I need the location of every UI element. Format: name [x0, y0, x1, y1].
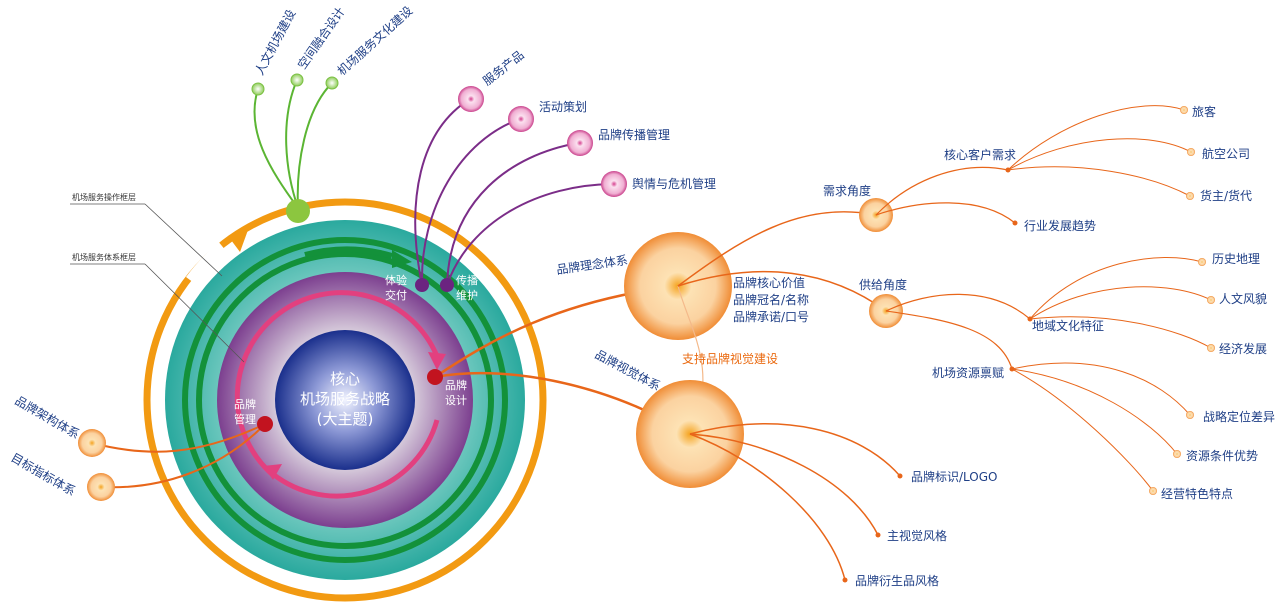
label-operation-feature: 经营特色特点 [1161, 486, 1233, 501]
label-spread-1: 传播 [456, 273, 478, 287]
label-economy: 经济发展 [1219, 341, 1267, 356]
core-subtitle: 机场服务战略 [300, 390, 390, 408]
label-industry-trend: 行业发展趋势 [1024, 218, 1096, 233]
label-airline: 航空公司 [1202, 146, 1250, 161]
label-brand-design-1: 品牌 [445, 378, 467, 392]
top-green-branches [251, 73, 339, 223]
label-regional-culture: 地域文化特征 [1032, 318, 1104, 333]
label-brand-manage-2: 管理 [234, 412, 256, 426]
label-logo: 品牌标识/LOGO [911, 470, 998, 484]
core-title: 核心 [330, 370, 360, 388]
label-support-visual: 支持品牌视觉建设 [682, 351, 778, 366]
pink-arrow-ring [234, 290, 440, 478]
core-note: (大主题) [317, 410, 374, 428]
green-ring-outer [182, 237, 508, 563]
pink-ball-4 [601, 171, 627, 197]
pink-arrowhead-right [428, 352, 446, 370]
green-dot-3 [325, 76, 339, 90]
label-event-planning: 活动策划 [539, 100, 587, 114]
core-circle [275, 330, 415, 470]
label-airport-resources: 机场资源禀赋 [932, 365, 1004, 380]
label-brand-manage-1: 品牌 [234, 397, 256, 411]
core-rings [143, 198, 547, 602]
label-humanistic-airport: 人文机场建设 [251, 7, 298, 78]
green-dot-1 [251, 82, 265, 96]
visual-branch [636, 380, 903, 583]
green-ring-inner [196, 251, 494, 549]
pink-arrow-ring-lower [266, 419, 440, 499]
label-experience-1: 体验 [385, 273, 407, 287]
label-brand-design-2: 设计 [445, 394, 467, 407]
label-shipper: 货主/货代 [1200, 188, 1252, 203]
label-strategy-position: 战略定位差异 [1203, 409, 1275, 424]
label-brand-comm: 品牌传播管理 [598, 127, 670, 142]
green-dot-2 [290, 73, 304, 87]
label-demand: 需求角度 [823, 183, 871, 198]
purple-node-experience [415, 278, 429, 292]
pink-ball-3 [567, 130, 593, 156]
outer-orange-ring [143, 198, 547, 602]
layer-system-label: 机场服务体系框层 [72, 252, 136, 262]
layer-operation-label: 机场服务操作框层 [72, 192, 136, 202]
label-service-product: 服务产品 [480, 47, 527, 88]
label-human-style: 人文风貌 [1219, 291, 1267, 306]
label-main-visual: 主视觉风格 [887, 528, 947, 543]
note-brand-promise: 品牌承诺/口号 [733, 310, 809, 324]
label-space-design: 空间融合设计 [294, 4, 348, 72]
orange-ring-arrowhead [228, 230, 248, 252]
red-node-manage [257, 416, 273, 432]
label-concept-system: 品牌理念体系 [555, 252, 628, 277]
label-crisis: 舆情与危机管理 [632, 176, 716, 191]
label-experience-2: 交付 [385, 288, 407, 302]
pink-ball-2 [508, 106, 534, 132]
left-branches [78, 416, 273, 501]
green-hub-node [286, 199, 310, 223]
pink-arrowhead-left [263, 464, 282, 480]
pink-ball-1 [458, 86, 484, 112]
top-purple-branches [414, 86, 627, 292]
label-passenger: 旅客 [1192, 104, 1216, 119]
label-spread-2: 维护 [456, 288, 478, 302]
left-ball-1 [78, 429, 106, 457]
label-history-geo: 历史地理 [1212, 252, 1260, 266]
note-core-value: 品牌核心价值 [733, 275, 805, 290]
label-target-index: 目标指标体系 [9, 450, 79, 499]
note-brand-name: 品牌冠名/名称 [733, 292, 809, 307]
left-ball-2 [87, 473, 115, 501]
label-derivative-style: 品牌衍生品风格 [855, 573, 939, 588]
red-node-design [427, 369, 443, 385]
label-supply: 供给角度 [859, 277, 907, 292]
label-core-customer: 核心客户需求 [944, 147, 1016, 162]
label-resource-advantage: 资源条件优势 [1186, 449, 1258, 463]
green-arrowhead [392, 250, 412, 268]
purple-node-spread [440, 278, 454, 292]
label-brand-architecture: 品牌架构体系 [13, 393, 83, 442]
label-visual-system: 品牌视觉体系 [593, 346, 664, 393]
concept-branch [427, 105, 1215, 495]
